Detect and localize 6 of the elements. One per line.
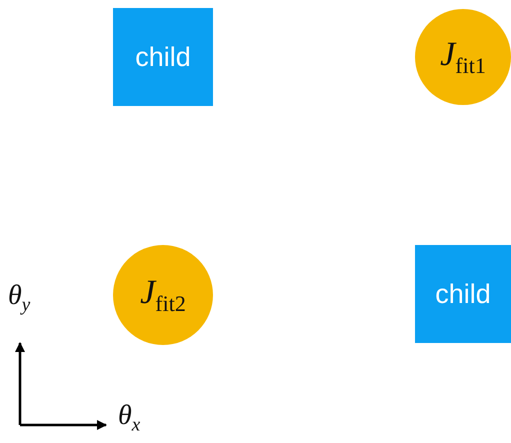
axis-label: θ$_{y}$ [8, 280, 30, 317]
axis-label: θ$_{x}$ [118, 400, 140, 437]
square-node: child [113, 8, 213, 106]
circle-node: J$_{fit2}$ [113, 245, 213, 345]
square-node: child [415, 245, 511, 343]
circle-node: J$_{fit1}$ [415, 9, 511, 105]
